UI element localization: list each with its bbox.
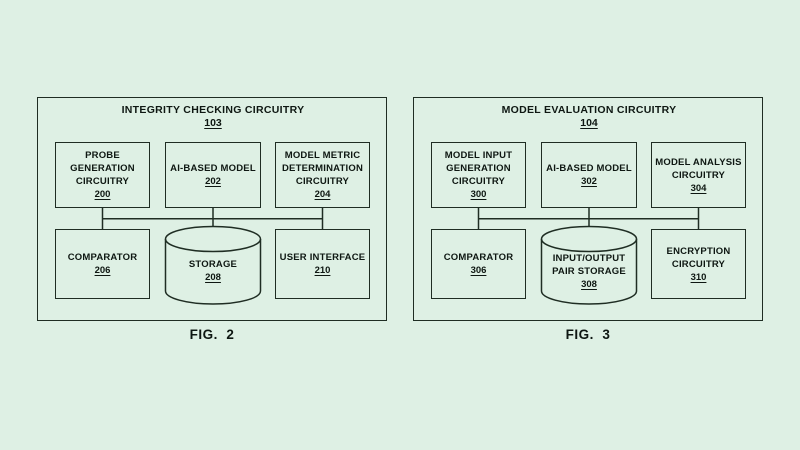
comparator-ref-fig2: 206 <box>94 265 111 276</box>
encryption-circuitry-label: ENCRYPTION CIRCUITRY <box>666 245 731 270</box>
figure-3-caption: FIG. 3 <box>565 327 611 342</box>
comparator-node-fig3: COMPARATOR 306 <box>431 229 526 299</box>
comparator-label-fig2: COMPARATOR <box>67 252 138 263</box>
comparator-ref-fig3: 306 <box>470 265 487 276</box>
probe-generation-circuitry-node: PROBE GENERATION CIRCUITRY 200 <box>55 142 150 208</box>
ai-based-model-ref-fig3: 302 <box>581 176 597 187</box>
model-analysis-circuitry-label: MODEL ANALYSIS CIRCUITRY <box>655 156 742 181</box>
figure-2-connector-lines <box>101 208 324 229</box>
comparator-node-fig2: COMPARATOR 206 <box>55 229 150 299</box>
comparator-label-fig3: COMPARATOR <box>443 252 514 263</box>
storage-label: STORAGE <box>188 259 238 270</box>
encryption-circuitry-node: ENCRYPTION CIRCUITRY 310 <box>651 229 746 299</box>
model-input-generation-node: MODEL INPUT GENERATION CIRCUITRY 300 <box>431 142 526 208</box>
figure-3-title-block: MODEL EVALUATION CIRCUITRY 104 <box>414 104 764 130</box>
storage-cylinder-shape <box>164 225 262 305</box>
user-interface-label: USER INTERFACE <box>279 252 366 263</box>
figure-3-group: MODEL EVALUATION CIRCUITRY 104 MODEL INP… <box>413 97 763 357</box>
input-output-pair-storage-label: INPUT/OUTPUT PAIR STORAGE <box>552 252 626 277</box>
storage-cylinder-node: STORAGE 208 <box>164 225 262 305</box>
figure-2-title-ref: 103 <box>204 117 222 129</box>
figure-2-group: INTEGRITY CHECKING CIRCUITRY 103 PROBE G… <box>37 97 387 357</box>
model-input-generation-label: MODEL INPUT GENERATION CIRCUITRY <box>444 150 513 187</box>
model-metric-determination-node: MODEL METRIC DETERMINATION CIRCUITRY 204 <box>275 142 370 208</box>
figure-2-title-block: INTEGRITY CHECKING CIRCUITRY 103 <box>38 104 388 130</box>
storage-ref: 208 <box>205 272 221 283</box>
model-metric-determination-label: MODEL METRIC DETERMINATION CIRCUITRY <box>281 150 364 187</box>
ai-based-model-node-fig2: AI-BASED MODEL 202 <box>165 142 261 208</box>
figure-3-connector-lines <box>477 208 700 229</box>
input-output-pair-storage-cylinder-node: INPUT/OUTPUT PAIR STORAGE 308 <box>540 225 638 305</box>
figure-2-title: INTEGRITY CHECKING CIRCUITRY <box>121 104 305 116</box>
ai-based-model-label-fig3: AI-BASED MODEL <box>546 163 632 174</box>
model-evaluation-circuitry-boundary: MODEL EVALUATION CIRCUITRY 104 MODEL INP… <box>413 97 763 321</box>
input-output-pair-storage-cylinder-shape <box>540 225 638 305</box>
ai-based-model-node-fig3: AI-BASED MODEL 302 <box>541 142 637 208</box>
ai-based-model-ref-fig2: 202 <box>205 176 221 187</box>
integrity-checking-circuitry-boundary: INTEGRITY CHECKING CIRCUITRY 103 PROBE G… <box>37 97 387 321</box>
model-input-generation-ref: 300 <box>470 189 487 200</box>
figure-2-caption: FIG. 2 <box>189 327 235 342</box>
probe-generation-circuitry-ref: 200 <box>94 189 111 200</box>
probe-generation-circuitry-label: PROBE GENERATION CIRCUITRY <box>70 150 135 187</box>
user-interface-ref: 210 <box>314 265 331 276</box>
ai-based-model-label-fig2: AI-BASED MODEL <box>170 163 256 174</box>
encryption-circuitry-ref: 310 <box>690 271 707 283</box>
input-output-pair-storage-ref: 308 <box>581 278 597 290</box>
model-metric-determination-ref: 204 <box>314 189 331 200</box>
figure-3-title-ref: 104 <box>580 117 598 129</box>
user-interface-node: USER INTERFACE 210 <box>275 229 370 299</box>
figure-3-title: MODEL EVALUATION CIRCUITRY <box>501 104 677 116</box>
model-analysis-circuitry-node: MODEL ANALYSIS CIRCUITRY 304 <box>651 142 746 208</box>
model-analysis-circuitry-ref: 304 <box>690 182 707 194</box>
